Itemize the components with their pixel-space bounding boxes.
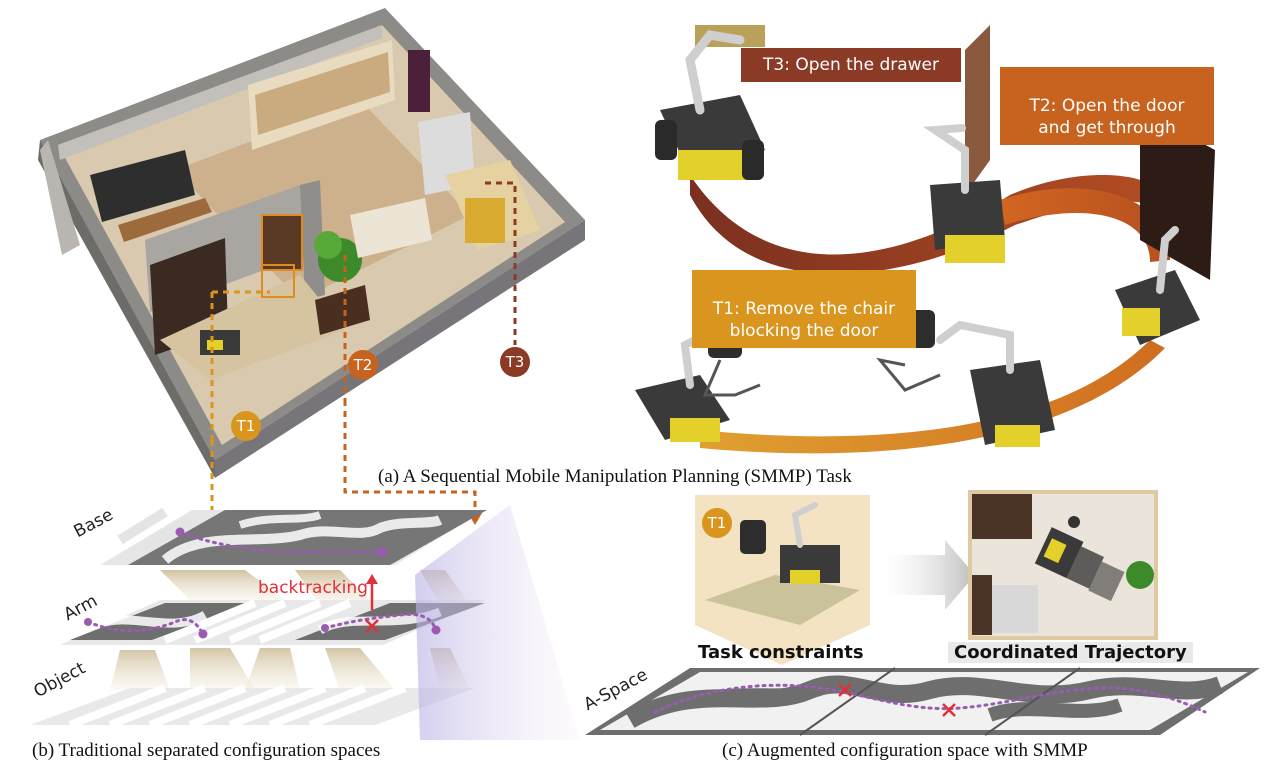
projection-beam bbox=[415, 505, 580, 740]
arm-path-2 bbox=[323, 612, 438, 632]
arm-path-1 bbox=[86, 618, 205, 636]
task-constraints-label: Task constraints bbox=[698, 642, 864, 663]
robot-t3 bbox=[655, 30, 765, 180]
task-t2-text: T2: Open the door and get through bbox=[1029, 96, 1185, 138]
t1-arc bbox=[700, 340, 1165, 454]
base-path bbox=[178, 530, 384, 554]
task-t1-text: T1: Remove the chair blocking the door bbox=[712, 299, 896, 341]
t2-arc bbox=[1000, 188, 1171, 262]
marker-t2: T2 bbox=[348, 350, 378, 380]
marker-t3: T3 bbox=[500, 347, 530, 377]
task-t1-bubble: T1: Remove the chair blocking the door bbox=[692, 270, 916, 348]
caption-c: (c) Augmented configuration space with S… bbox=[722, 740, 1088, 761]
arm-error-cross bbox=[365, 619, 379, 633]
robot-sequence bbox=[635, 25, 1215, 454]
house-scene bbox=[38, 8, 585, 478]
aspace-error-2 bbox=[942, 703, 956, 717]
separated-spaces bbox=[30, 505, 580, 740]
marker-t1: T1 bbox=[231, 411, 261, 441]
backtracking-label: backtracking bbox=[258, 578, 368, 598]
marker-t1-panel: T1 bbox=[702, 508, 732, 538]
robot-t2b bbox=[1115, 226, 1200, 345]
aspace-error-1 bbox=[838, 683, 852, 697]
augmented-space bbox=[585, 490, 1260, 736]
robot-t1b bbox=[936, 320, 1055, 447]
base-end bbox=[377, 547, 387, 557]
task-t3-text: T3: Open the drawer bbox=[763, 55, 939, 75]
base-start bbox=[175, 527, 185, 537]
door-open bbox=[965, 25, 990, 195]
door-closed bbox=[1140, 110, 1215, 280]
task-t2-bubble: T2: Open the door and get through bbox=[1000, 67, 1214, 145]
caption-b: (b) Traditional separated configuration … bbox=[32, 740, 381, 761]
coordinated-trajectory-label: Coordinated Trajectory bbox=[948, 642, 1193, 663]
robot-t2a bbox=[923, 124, 1005, 263]
flow-arrow bbox=[880, 540, 975, 610]
task-t3-bubble: T3: Open the drawer bbox=[741, 48, 961, 82]
caption-a: (a) A Sequential Mobile Manipulation Pla… bbox=[378, 466, 852, 487]
